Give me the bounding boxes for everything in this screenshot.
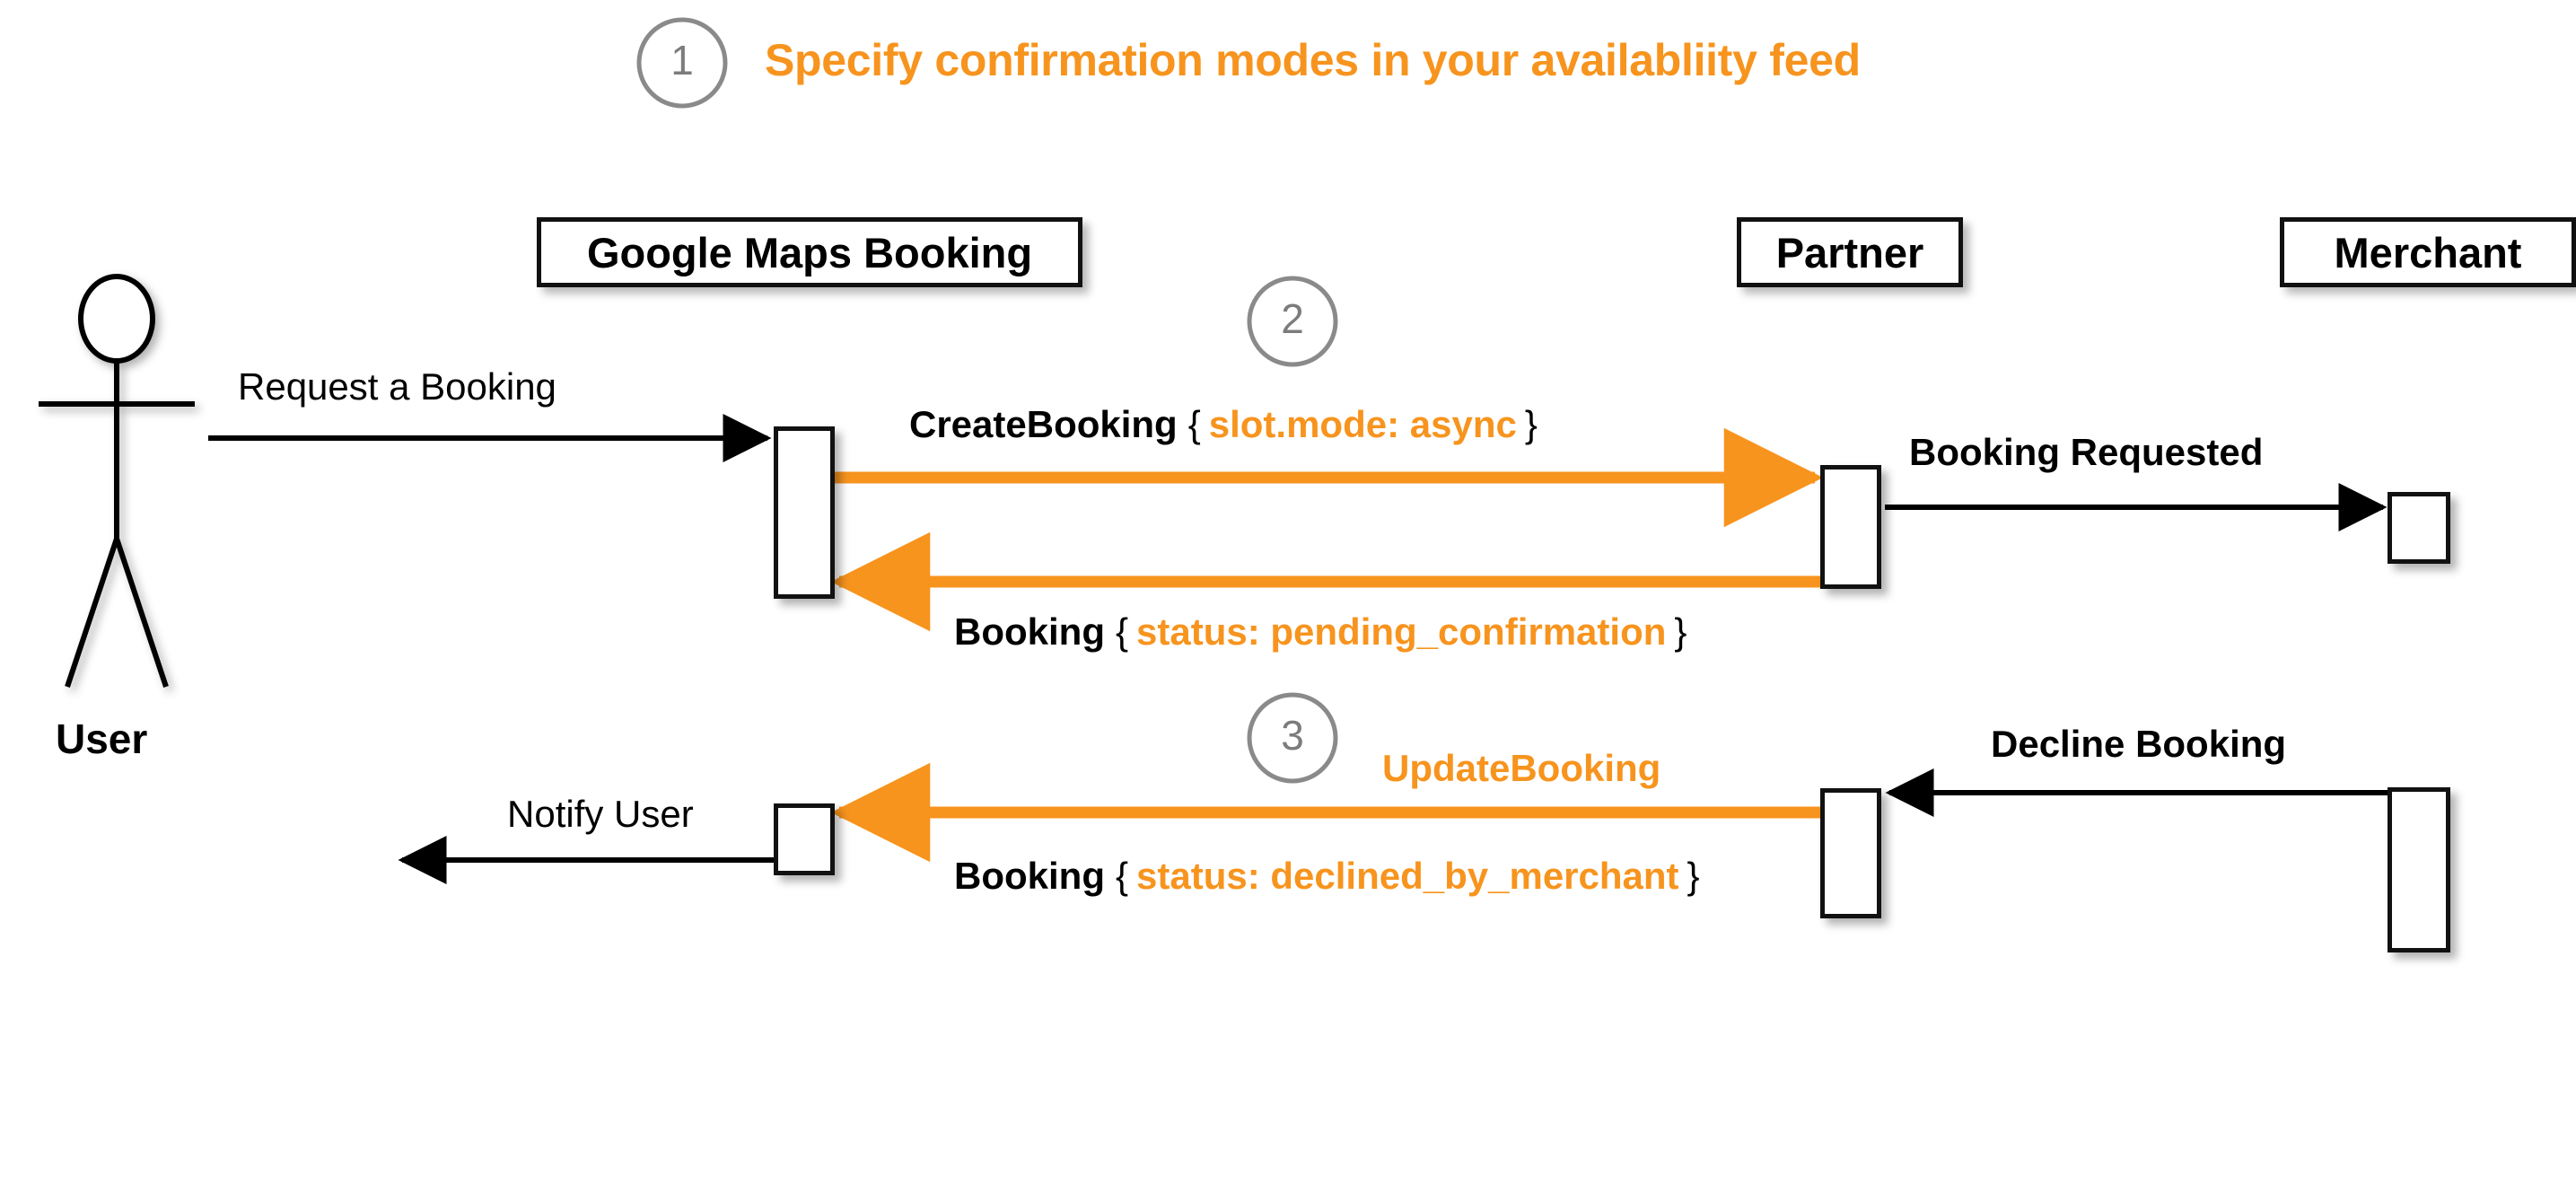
booking-declined-brace-close: } — [1687, 855, 1700, 897]
message-label-request-a-booking: Request a Booking — [238, 365, 556, 408]
message-label-update-booking: UpdateBooking — [1382, 747, 1661, 789]
message-label-create-booking: CreateBooking{slot.mode: async} — [909, 406, 1538, 443]
booking-pending-payload: status: pending_confirmation — [1136, 610, 1667, 653]
activation-partner-1 — [1820, 465, 1881, 589]
message-label-decline-booking: Decline Booking — [1991, 723, 2287, 765]
booking-declined-payload: status: declined_by_merchant — [1136, 855, 1679, 897]
user-stick-figure — [39, 274, 195, 688]
message-label-notify-user: Notify User — [507, 793, 694, 835]
step-1-circle — [636, 17, 728, 109]
actor-box-partner[interactable]: Partner — [1737, 217, 1963, 287]
create-booking-method: CreateBooking — [909, 403, 1178, 445]
activation-partner-2 — [1820, 788, 1881, 918]
booking-declined-method: Booking — [954, 855, 1105, 897]
step-2-number: 2 — [1281, 295, 1304, 342]
activation-merchant-2 — [2388, 787, 2450, 952]
create-booking-payload: slot.mode: async — [1208, 403, 1517, 445]
create-booking-brace-open: { — [1187, 403, 1201, 445]
message-label-booking-pending-confirmation: Booking{status: pending_confirmation} — [954, 613, 1687, 651]
create-booking-brace-close: } — [1524, 403, 1538, 445]
page-title: Specify confirmation modes in your avail… — [765, 35, 1861, 85]
booking-declined-brace-open: { — [1115, 855, 1129, 897]
booking-pending-brace-open: { — [1115, 610, 1129, 653]
actor-label-partner: Partner — [1775, 228, 1924, 276]
activation-merchant-1 — [2388, 492, 2450, 564]
actor-label-user: User — [56, 715, 148, 762]
actor-label-google-maps-booking: Google Maps Booking — [586, 228, 1033, 276]
message-label-booking-requested: Booking Requested — [1909, 431, 2264, 473]
step-2-circle — [1247, 276, 1338, 367]
actor-box-google-maps-booking[interactable]: Google Maps Booking — [537, 217, 1082, 287]
activation-google-maps-booking-1 — [774, 426, 835, 599]
step-3-number: 3 — [1281, 712, 1304, 759]
step-1-number: 1 — [670, 37, 694, 83]
booking-pending-method: Booking — [954, 610, 1105, 653]
activation-google-maps-booking-2 — [774, 803, 835, 875]
booking-pending-brace-close: } — [1674, 610, 1687, 653]
step-3-circle — [1247, 692, 1338, 784]
actor-label-merchant: Merchant — [2334, 228, 2522, 276]
message-label-booking-declined: Booking{status: declined_by_merchant} — [954, 857, 1700, 895]
actor-box-merchant[interactable]: Merchant — [2280, 217, 2576, 287]
